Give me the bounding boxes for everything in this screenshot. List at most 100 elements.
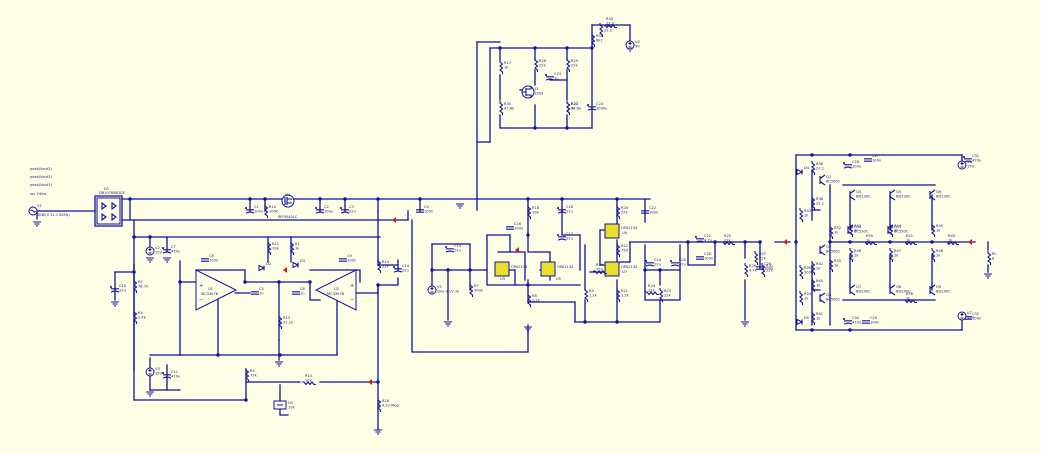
probe-marker	[515, 247, 519, 253]
component-value: 1k	[804, 297, 809, 301]
component-name: C24	[596, 102, 604, 106]
component-value: 22u	[402, 269, 409, 273]
component-value: 10k	[305, 379, 313, 383]
component-value: 2.4k	[138, 316, 147, 320]
component-name: C10	[119, 284, 127, 288]
component-value: 22u	[566, 237, 573, 241]
component-name: R20	[621, 206, 629, 210]
component-name: R23	[664, 289, 671, 293]
component-value: 470u	[171, 375, 180, 379]
component-value: 22k	[648, 289, 656, 293]
probe-marker	[283, 267, 287, 273]
component-value: 100u	[852, 165, 861, 169]
component-name: C30	[852, 316, 860, 320]
bridge-name: D1	[104, 187, 109, 191]
component-name: R43	[854, 224, 861, 228]
component-name: R27	[571, 102, 578, 106]
component-value: BD139C	[856, 195, 871, 199]
component-name: C1	[254, 205, 259, 209]
component-value: J2N3	[534, 92, 543, 96]
component-name: C14	[402, 264, 410, 268]
component-value: 100n	[649, 211, 658, 215]
component-name: C22	[649, 206, 656, 210]
component-value: 100n	[209, 259, 218, 263]
component-value: 1k	[948, 239, 953, 243]
ic-u3: U3 OPA2134	[494, 261, 528, 281]
component-value: 100n	[704, 257, 713, 261]
component-value: 1k	[834, 231, 839, 235]
component-name: V2	[155, 246, 160, 250]
component-value: 1k	[936, 254, 941, 258]
probe-marker	[968, 239, 972, 245]
component-name: C18	[566, 205, 574, 209]
component-value: 1k	[906, 297, 911, 301]
component-name: Q8	[896, 285, 902, 289]
component-name: R54	[804, 292, 812, 296]
ic-u1-part: MC33078	[201, 292, 219, 296]
component-value: 22u	[566, 210, 573, 214]
component-name: R2	[138, 280, 143, 284]
component-value: BC550C	[894, 230, 909, 234]
component-name: Q5	[896, 190, 901, 194]
ic-u6-name: U6	[622, 231, 628, 235]
component-name: R15	[305, 374, 312, 378]
component-name: Q11	[894, 225, 901, 229]
ground-symbols	[33, 46, 992, 435]
component-name: R40	[816, 279, 824, 283]
note-4: Iav 24ms	[30, 192, 47, 196]
component-name: R31	[766, 264, 773, 268]
ac-source: V1 SINE(0 31.1 60Hz)	[28, 204, 70, 217]
component-value: BD140C	[856, 290, 871, 294]
component-name: R10	[269, 205, 277, 209]
component-name: C23	[554, 72, 561, 76]
bridge-rectifier: D1 DB107BRIDGE	[96, 187, 126, 225]
component-value: 100n	[972, 317, 981, 321]
component-name: R8	[532, 294, 537, 298]
component-r4: R42.4k	[133, 310, 147, 324]
component-value: 15V	[967, 165, 975, 169]
component-name: R42	[816, 262, 823, 266]
component-name: D3	[300, 259, 305, 263]
component-value: 100n	[872, 159, 881, 163]
component-d3: D3	[292, 259, 305, 269]
component-name: C9	[347, 254, 353, 258]
component-d4: D4	[796, 166, 810, 176]
ic-u2-part: MC33078	[327, 292, 345, 296]
component-value: 22.1k	[283, 321, 294, 325]
component-value: 100u	[324, 210, 333, 214]
component-value: 22u	[349, 210, 356, 214]
component-value: 22k	[759, 257, 767, 261]
component-value: 1.2k	[589, 294, 598, 298]
probe-marker	[368, 379, 372, 385]
component-value: 22u	[454, 249, 461, 253]
